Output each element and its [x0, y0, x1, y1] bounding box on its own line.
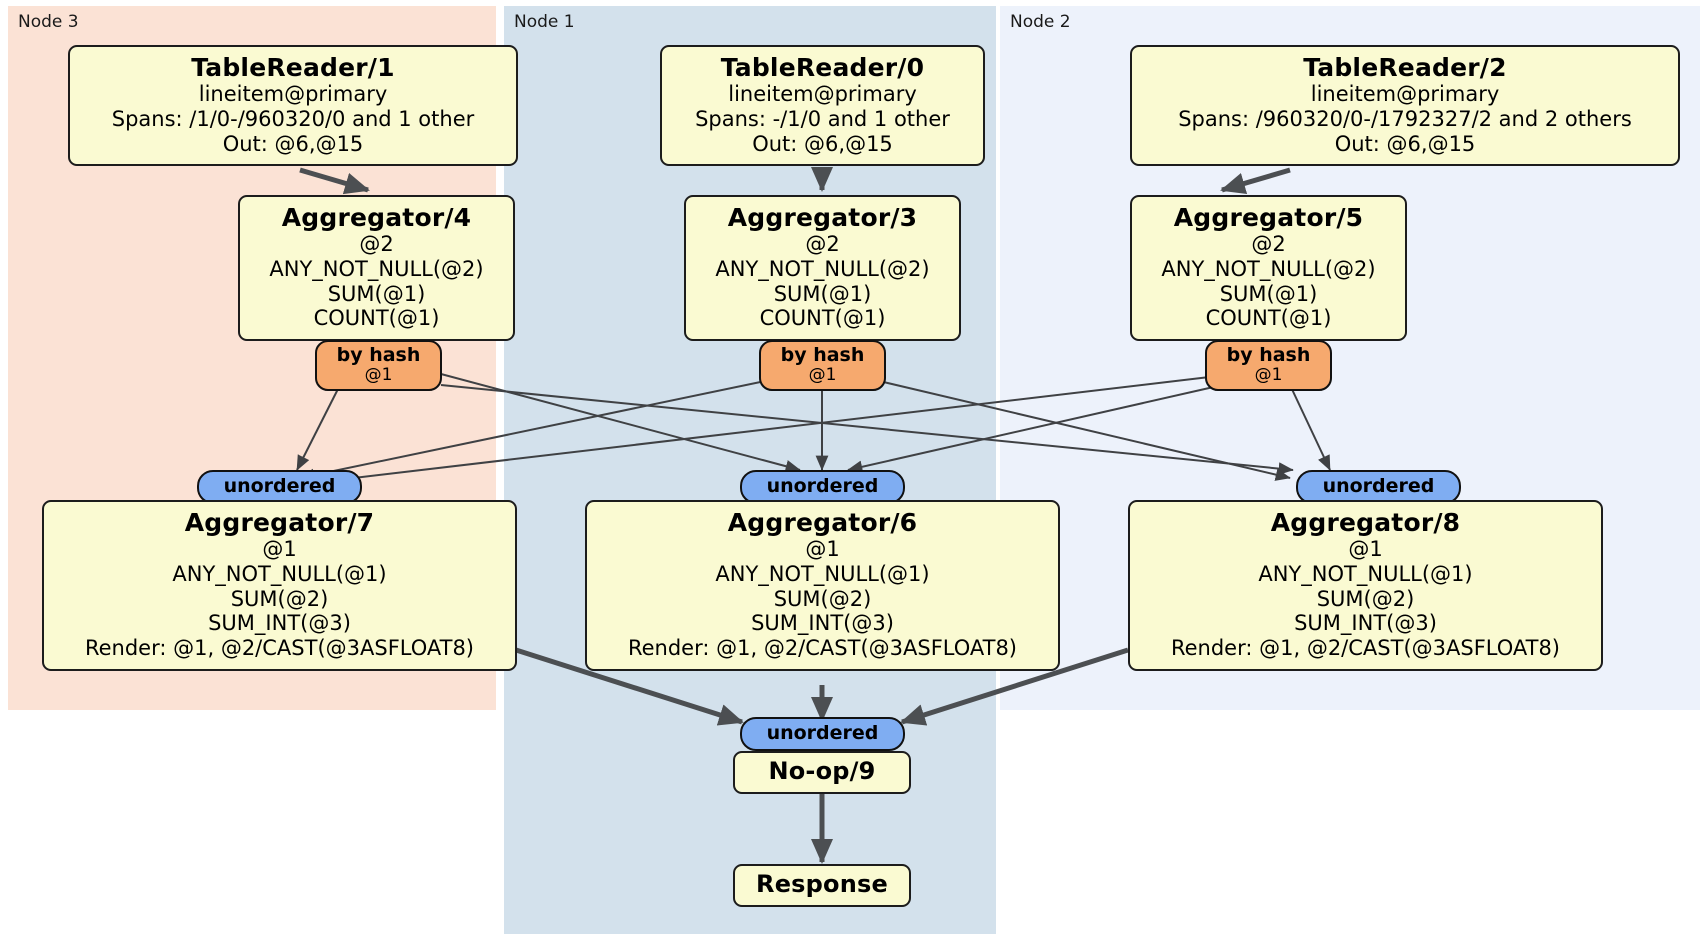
synchronizer-unordered-final[interactable]: unordered: [740, 717, 905, 752]
processor-tablereader-2[interactable]: TableReader/2 lineitem@primary Spans: /9…: [1130, 45, 1680, 167]
processor-aggregator-5[interactable]: Aggregator/5 @2 ANY_NOT_NULL(@2) SUM(@1)…: [1130, 195, 1407, 342]
processor-detail-line: lineitem@primary: [198, 82, 388, 106]
processor-detail-line: Out: @6,@15: [222, 131, 364, 156]
router-sublabel: @1: [808, 365, 837, 386]
processor-detail-line: SUM(@2): [1316, 586, 1415, 611]
processor-tablereader-1[interactable]: TableReader/1 lineitem@primary Spans: /1…: [68, 45, 518, 167]
synchronizer-label: unordered: [1322, 475, 1435, 497]
processor-detail-line: SUM_INT(@3): [751, 611, 894, 636]
processor-detail-line: Out: @6,@15: [1334, 131, 1476, 156]
processor-tablereader-0[interactable]: TableReader/0 lineitem@primary Spans: -/…: [660, 45, 985, 167]
processor-title: Response: [756, 870, 888, 898]
processor-noop-9[interactable]: No-op/9: [733, 751, 911, 794]
processor-detail-line: ANY_NOT_NULL(@2): [269, 256, 484, 281]
processor-detail-line: lineitem@primary: [728, 82, 917, 106]
processor-render-line: Render: @1, @2/CAST(@3ASFLOAT8): [1170, 636, 1561, 661]
processor-detail-line: SUM_INT(@3): [208, 611, 351, 636]
router-label: by hash: [1226, 344, 1311, 366]
processor-detail-line: SUM(@2): [773, 586, 872, 611]
processor-detail-line: @2: [359, 232, 394, 256]
processor-aggregator-4[interactable]: Aggregator/4 @2 ANY_NOT_NULL(@2) SUM(@1)…: [238, 195, 515, 342]
router-label: by hash: [336, 344, 421, 366]
processor-detail-line: COUNT(@1): [313, 306, 440, 331]
processor-title: Aggregator/5: [1173, 203, 1364, 232]
synchronizer-unordered-center[interactable]: unordered: [740, 470, 905, 505]
processor-title: Aggregator/3: [727, 203, 918, 232]
processor-title: Aggregator/4: [281, 203, 472, 232]
processor-title: TableReader/1: [191, 53, 395, 82]
processor-detail-line: @1: [262, 537, 297, 561]
processor-title: TableReader/2: [1303, 53, 1507, 82]
processor-detail-line: COUNT(@1): [759, 306, 886, 331]
node-panel-label-node1: Node 1: [514, 12, 575, 32]
processor-detail-line: @1: [805, 537, 840, 561]
processor-response[interactable]: Response: [733, 864, 911, 907]
router-by-hash-left[interactable]: by hash @1: [315, 340, 442, 391]
synchronizer-label: unordered: [223, 475, 336, 497]
processor-detail-line: @2: [1251, 232, 1286, 256]
processor-detail-line: ANY_NOT_NULL(@1): [715, 561, 930, 586]
processor-detail-line: SUM_INT(@3): [1294, 611, 1437, 636]
processor-title: Aggregator/7: [184, 508, 375, 537]
processor-title: TableReader/0: [720, 53, 925, 82]
synchronizer-label: unordered: [766, 475, 879, 497]
synchronizer-label: unordered: [766, 722, 879, 744]
synchronizer-unordered-left[interactable]: unordered: [197, 470, 362, 505]
processor-render-line: Render: @1, @2/CAST(@3ASFLOAT8): [84, 636, 475, 661]
processor-detail-line: ANY_NOT_NULL(@2): [1161, 256, 1376, 281]
processor-title: No-op/9: [768, 757, 876, 785]
processor-aggregator-3[interactable]: Aggregator/3 @2 ANY_NOT_NULL(@2) SUM(@1)…: [684, 195, 961, 342]
node-panel-label-node2: Node 2: [1010, 12, 1071, 32]
processor-detail-line: ANY_NOT_NULL(@2): [715, 256, 930, 281]
router-sublabel: @1: [1254, 365, 1283, 386]
processor-detail-line: Spans: /960320/0-/1792327/2 and 2 others: [1178, 106, 1632, 131]
processor-detail-line: Spans: -/1/0 and 1 other: [695, 106, 950, 131]
processor-detail-line: SUM(@1): [773, 281, 872, 306]
processor-detail-line: Out: @6,@15: [752, 131, 893, 156]
processor-detail-line: SUM(@1): [1219, 281, 1318, 306]
router-by-hash-center[interactable]: by hash @1: [759, 340, 886, 391]
processor-title: Aggregator/6: [727, 508, 918, 537]
processor-aggregator-8[interactable]: Aggregator/8 @1 ANY_NOT_NULL(@1) SUM(@2)…: [1128, 500, 1603, 671]
processor-detail-line: SUM(@2): [230, 586, 329, 611]
processor-detail-line: @2: [805, 232, 840, 256]
processor-aggregator-7[interactable]: Aggregator/7 @1 ANY_NOT_NULL(@1) SUM(@2)…: [42, 500, 517, 671]
router-by-hash-right[interactable]: by hash @1: [1205, 340, 1332, 391]
processor-detail-line: Spans: /1/0-/960320/0 and 1 other: [111, 106, 475, 131]
processor-detail-line: ANY_NOT_NULL(@1): [172, 561, 387, 586]
processor-title: Aggregator/8: [1270, 508, 1461, 537]
processor-detail-line: ANY_NOT_NULL(@1): [1258, 561, 1473, 586]
processor-detail-line: COUNT(@1): [1205, 306, 1332, 331]
router-label: by hash: [780, 344, 865, 366]
processor-detail-line: lineitem@primary: [1310, 82, 1500, 106]
router-sublabel: @1: [364, 365, 393, 386]
processor-aggregator-6[interactable]: Aggregator/6 @1 ANY_NOT_NULL(@1) SUM(@2)…: [585, 500, 1060, 671]
processor-render-line: Render: @1, @2/CAST(@3ASFLOAT8): [627, 636, 1018, 661]
node-panel-label-node3: Node 3: [18, 12, 79, 32]
processor-detail-line: SUM(@1): [327, 281, 426, 306]
processor-detail-line: @1: [1348, 537, 1383, 561]
